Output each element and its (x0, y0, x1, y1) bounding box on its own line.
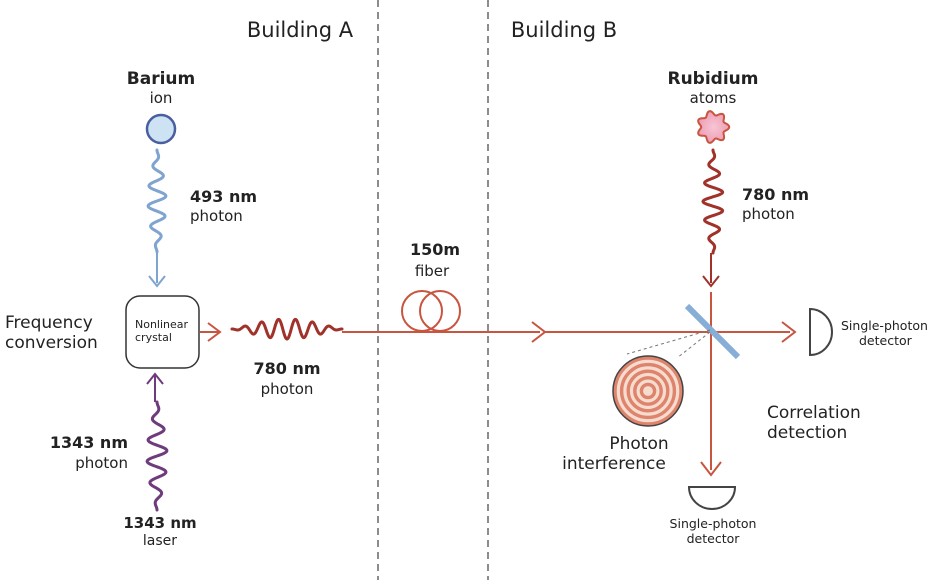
detector-bottom-icon (687, 486, 737, 510)
interference-line2: interference (562, 454, 666, 474)
converted-photon-wavelength: 780 nm (253, 359, 320, 378)
correlation-line1: Correlation (767, 403, 861, 423)
purple-photon-kind: photon (75, 454, 128, 472)
rubidium-label: Rubidium (667, 69, 758, 89)
interference-ring (613, 356, 683, 426)
detector-bottom-line2: detector (687, 531, 741, 546)
fiber-length-label: 150m (410, 240, 460, 259)
purple-photon-wave (145, 400, 169, 512)
detector-right-icon (809, 307, 833, 357)
fiber-kind-label: fiber (415, 262, 450, 280)
fiber-coil-loop-left (401, 290, 443, 332)
building-a-title: Building A (247, 18, 354, 42)
rb-photon-wave (701, 148, 725, 255)
blue-photon-kind: photon (190, 207, 243, 225)
detector-right-line2: detector (859, 333, 913, 348)
beam-down-arrowhead (700, 461, 722, 477)
interference-ring (626, 369, 670, 413)
rubidium-atoms-icon (697, 110, 731, 144)
crystal-label-line2: crystal (135, 331, 172, 344)
interference-frame (612, 355, 684, 427)
frequency-conversion-line1: Frequency (5, 313, 93, 333)
blue-photon-wavelength: 493 nm (190, 187, 257, 206)
rb-photon-arrowhead (702, 275, 720, 288)
detector-bottom-line1: Single-photon (670, 516, 757, 531)
correlation-line2: detection (767, 423, 847, 443)
blue-photon-arrowhead (148, 275, 166, 288)
rubidium-kind-label: atoms (690, 89, 737, 107)
crystal-label-line1: Nonlinear (135, 318, 189, 331)
zoom-line-top (626, 329, 711, 355)
interference-pattern-icon (613, 356, 683, 426)
converted-photon-wave (230, 317, 344, 341)
laser-kind: laser (143, 533, 177, 549)
blue-photon-wave (146, 148, 168, 254)
frequency-conversion-line2: conversion (5, 333, 98, 353)
zoom-line-bottom (676, 331, 711, 359)
interference-ring (639, 382, 657, 400)
fiber-coil-loop-right (419, 290, 461, 332)
purple-photon-wavelength: 1343 nm (50, 433, 128, 452)
beam-right-arrowhead (781, 321, 797, 343)
converted-photon-kind: photon (261, 380, 314, 398)
nonlinear-crystal-box (125, 295, 200, 369)
interference-line1: Photon (609, 434, 668, 454)
rb-photon-wavelength: 780 nm (742, 185, 809, 204)
detector-right-line1: Single-photon (841, 318, 928, 333)
building-b-title: Building B (511, 18, 617, 42)
barium-label: Barium (127, 69, 195, 89)
laser-wavelength: 1343 nm (123, 514, 196, 532)
barium-kind-label: ion (150, 89, 173, 107)
interference-ring (633, 376, 663, 406)
beam-splitter (684, 303, 741, 360)
rb-photon-kind: photon (742, 205, 795, 223)
interference-ring (619, 362, 677, 420)
barium-ion-icon (145, 113, 177, 145)
